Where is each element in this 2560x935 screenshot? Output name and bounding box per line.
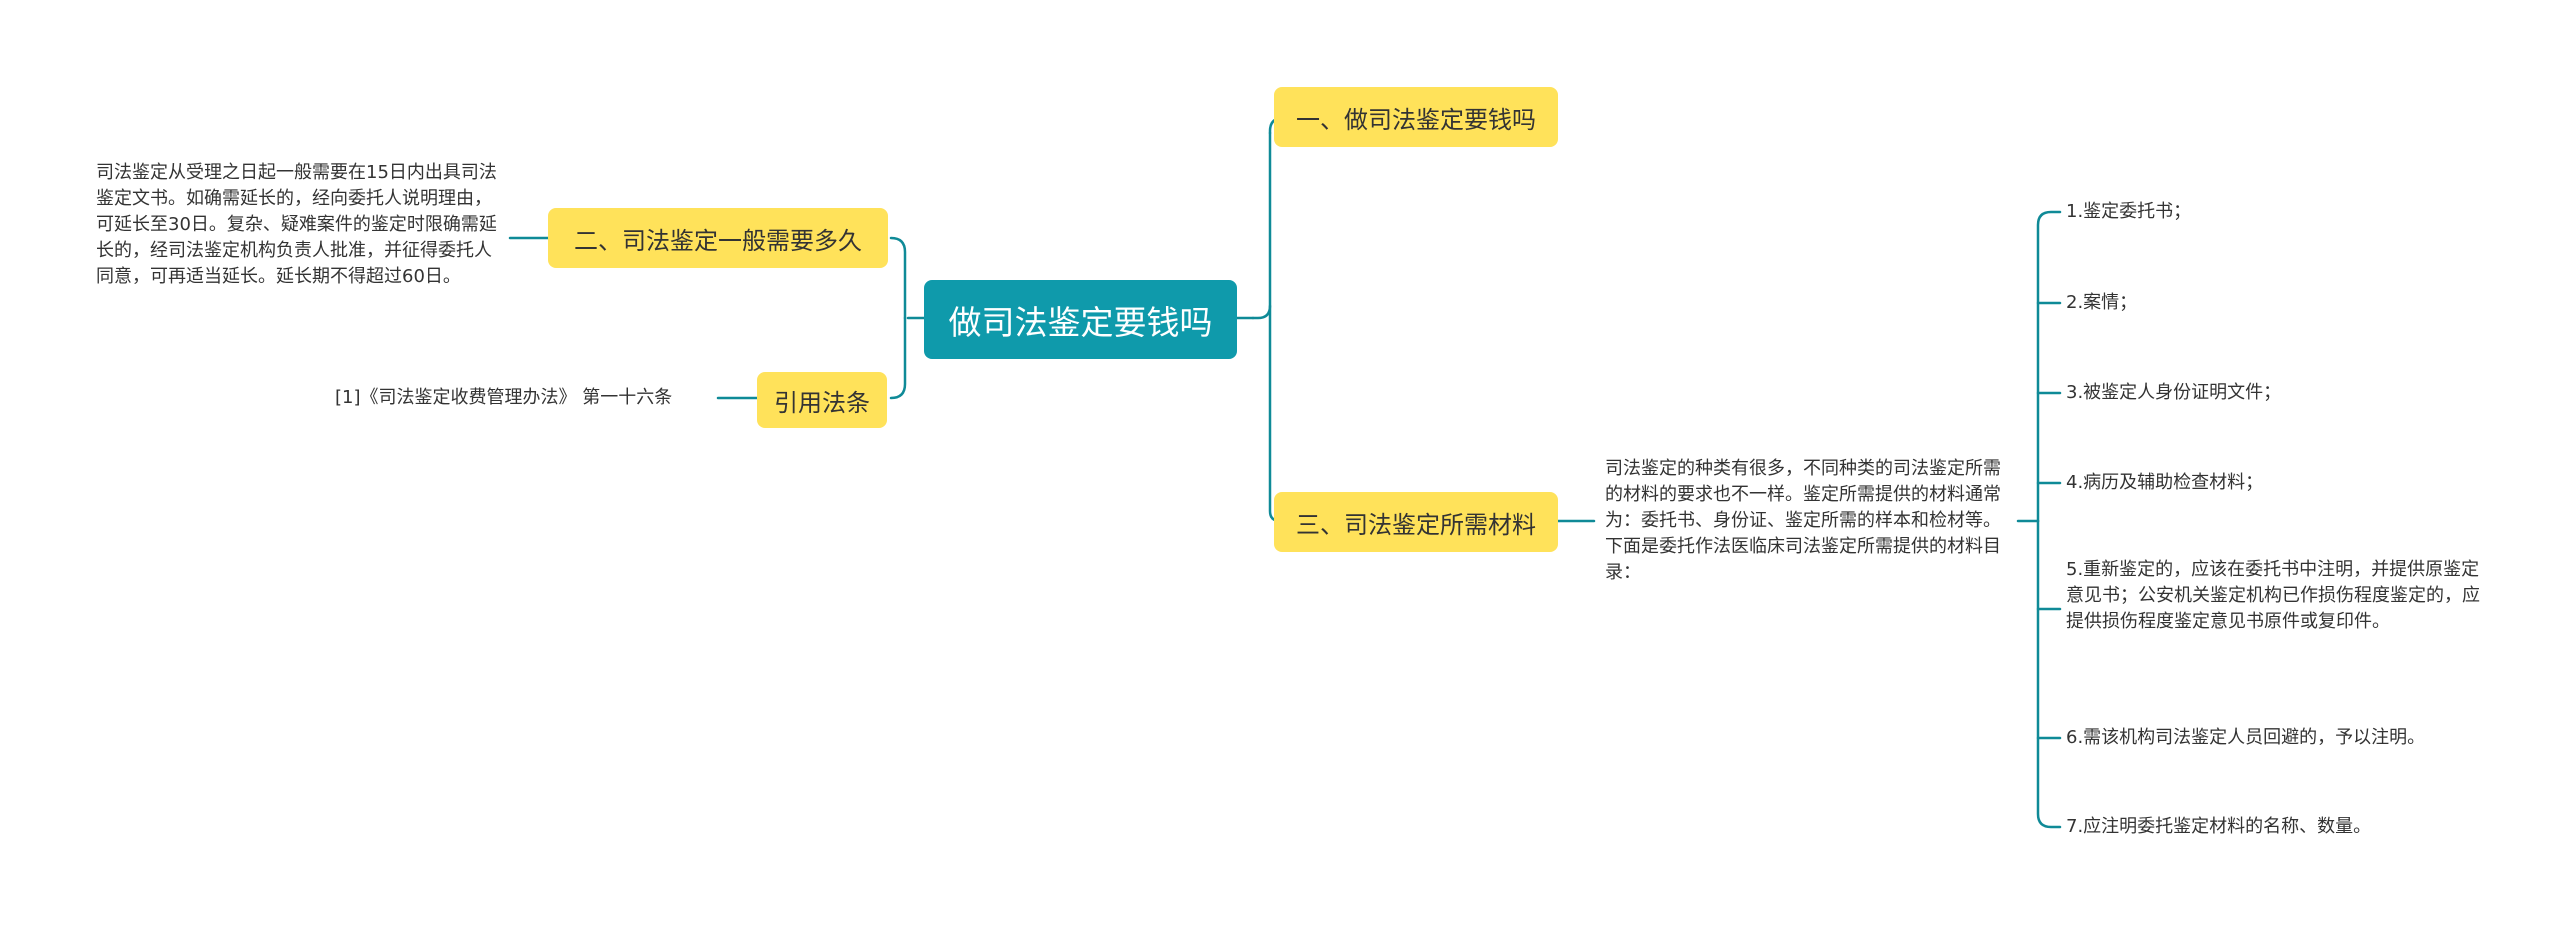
materials-detail-text: 司法鉴定的种类有很多，不同种类的司法鉴定所需的材料的要求也不一样。鉴定所需提供的… [1605, 458, 2001, 583]
branch-cited-law[interactable]: 引用法条 [757, 372, 887, 428]
duration-detail-text: 司法鉴定从受理之日起一般需要在15日内出具司法鉴定文书。如确需延长的，经向委托人… [96, 162, 497, 287]
link-item-1 [2036, 210, 2062, 523]
material-item: 2.案情； [2066, 292, 2138, 313]
root-topic[interactable]: 做司法鉴定要钱吗 [924, 280, 1237, 359]
cited-law-text: [1]《司法鉴定收费管理办法》 第一十六条 [335, 387, 673, 408]
material-item: 1.鉴定委托书； [2066, 201, 2192, 222]
link-root-b3 [889, 316, 907, 400]
branch-cost-question[interactable]: 一、做司法鉴定要钱吗 [1274, 87, 1558, 147]
material-item: 6.需该机构司法鉴定人员回避的，予以注明。 [2066, 727, 2426, 748]
branch-required-materials[interactable]: 三、司法鉴定所需材料 [1274, 492, 1558, 552]
material-item: 4.病历及辅助检查材料； [2066, 472, 2264, 493]
link-root-right-trunk [1251, 304, 1272, 320]
material-item: 7.应注明委托鉴定材料的名称、数量。 [2066, 816, 2372, 837]
material-item: 3.被鉴定人身份证明文件； [2066, 382, 2282, 403]
link-root-b2 [889, 236, 907, 320]
branch-duration[interactable]: 二、司法鉴定一般需要多久 [548, 208, 888, 268]
material-item: 5.重新鉴定的，应该在委托书中注明，并提供原鉴定意见书；公安机关鉴定机构已作损伤… [2066, 559, 2480, 632]
link-root-b4 [1268, 131, 1299, 523]
link-item-7 [2036, 519, 2062, 829]
